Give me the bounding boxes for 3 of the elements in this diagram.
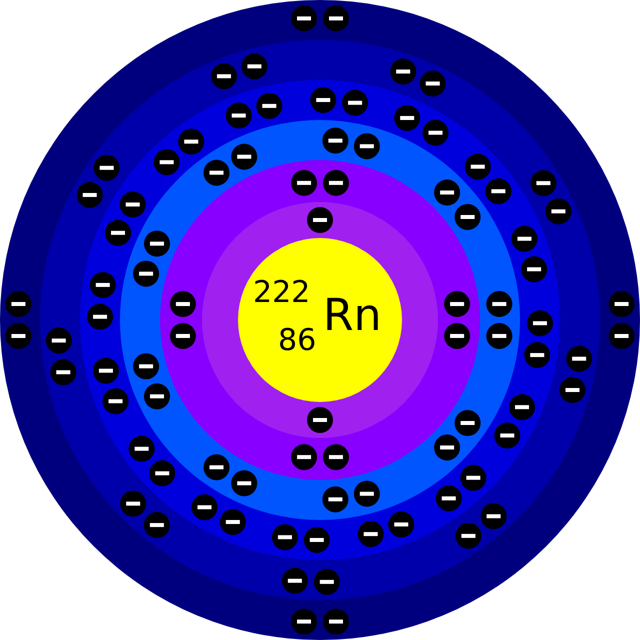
- element-symbol: Rn: [323, 294, 382, 338]
- atomic-number: 86: [278, 326, 316, 356]
- mass-number: 222: [253, 278, 310, 308]
